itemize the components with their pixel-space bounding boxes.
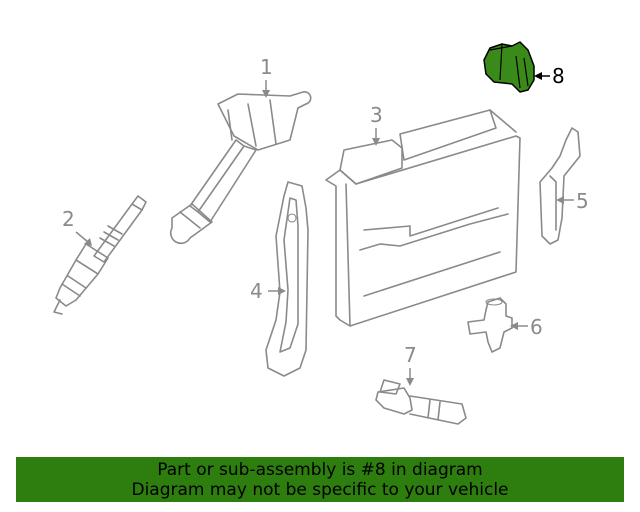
callout-7: 7 [404, 343, 417, 367]
callout-3: 3 [370, 103, 383, 127]
crankshaft-position-sensor[interactable] [375, 379, 467, 425]
bracket[interactable] [265, 181, 309, 377]
parts-diagram: 1 2 3 4 5 [53, 41, 589, 425]
callout-1: 1 [260, 55, 273, 79]
callout-8: 8 [552, 64, 565, 88]
spark-plug[interactable] [53, 195, 147, 315]
ignition-coil[interactable] [169, 91, 312, 245]
callout-4: 4 [250, 279, 263, 303]
info-banner: Part or sub-assembly is #8 in diagram Di… [16, 457, 624, 502]
camshaft-position-sensor[interactable] [467, 297, 513, 353]
banner-line-2: Diagram may not be specific to your vehi… [131, 480, 509, 500]
engine-control-module[interactable] [325, 109, 521, 327]
side-bracket[interactable] [539, 127, 581, 245]
callout-6: 6 [530, 315, 543, 339]
callout-5: 5 [576, 189, 589, 213]
banner-line-1: Part or sub-assembly is #8 in diagram [157, 460, 483, 480]
highlighted-sensor[interactable] [483, 41, 535, 93]
callout-2: 2 [62, 207, 75, 231]
